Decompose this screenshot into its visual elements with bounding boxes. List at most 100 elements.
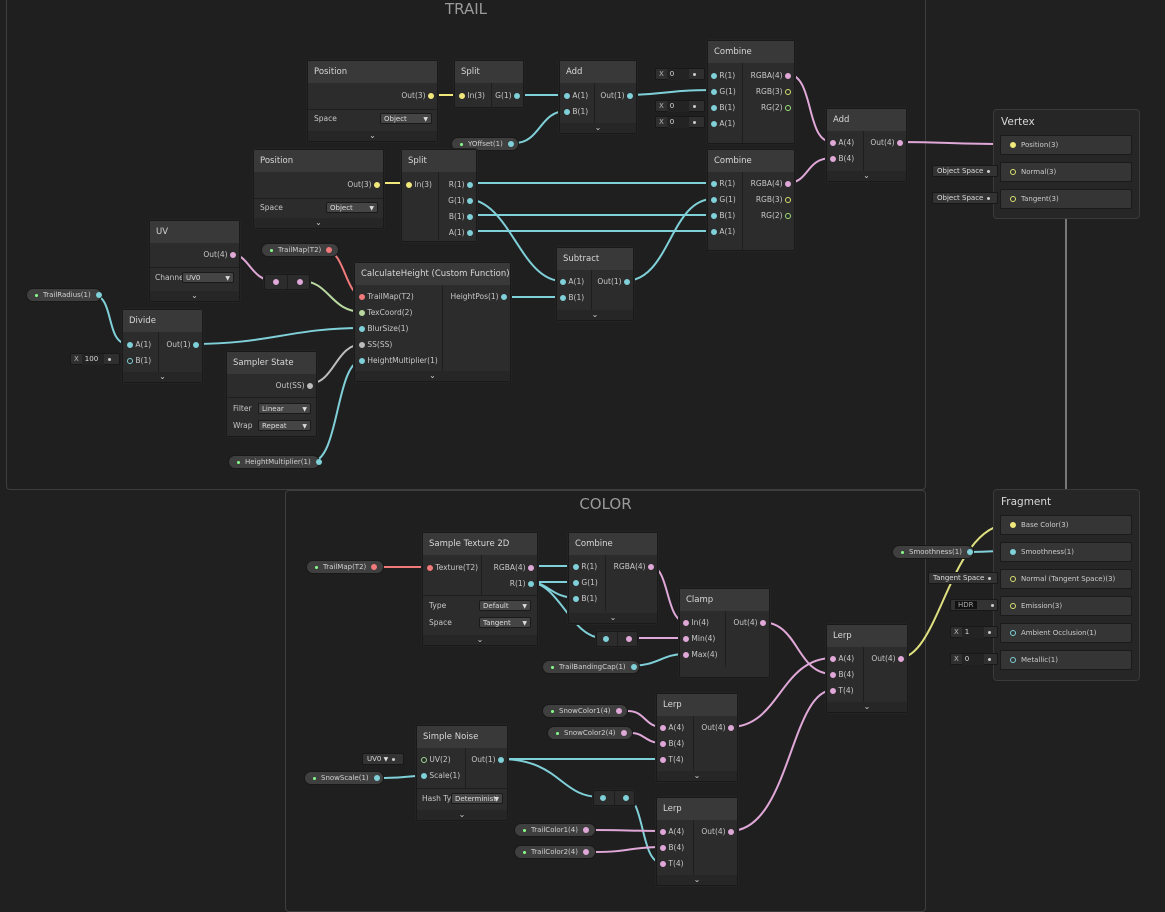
property-trailmap-2[interactable]: TrailMap(T2) [306,560,384,574]
combine-1-out-rg[interactable]: RG(2) [761,101,791,115]
vertex-slot-tangent[interactable]: Tangent(3) [1000,189,1132,209]
lerp-3-out[interactable]: Out(4) [701,825,734,839]
calc-in-ss[interactable]: SS(SS) [359,338,392,352]
node-add-1[interactable]: Add A(1) B(1) Out(1) ⌄ [559,60,637,134]
combine-3-out-rgba[interactable]: RGBA(4) [614,560,654,574]
property-yoffset[interactable]: YOffset(1) [451,137,519,151]
collapse-chevron-icon[interactable]: ⌄ [254,218,383,228]
property-trailcolor1[interactable]: TrailColor1(4) [514,823,596,837]
combine-1-in-r[interactable]: R(1) [711,69,735,83]
node-uv[interactable]: UV Out(4) Channe UV0▼ ⌄ [149,220,240,302]
combine-2-in-r[interactable]: R(1) [711,177,735,191]
lerp-1-out[interactable]: Out(4) [871,652,904,666]
vertex-slot-position[interactable]: Position(3) [1000,135,1132,155]
node-position-2[interactable]: Position Out(3) Space Object▼ ⌄ [253,149,384,229]
combine-3-in-r[interactable]: R(1) [573,560,597,574]
master-fragment[interactable]: Fragment Base Color(3) Smoothness(1) Nor… [993,489,1140,681]
subtract-in-b[interactable]: B(1) [560,291,584,305]
subtract-out[interactable]: Out(1) [597,275,630,289]
add-2-in-b[interactable]: B(4) [830,152,854,166]
property-snowscale[interactable]: SnowScale(1) [304,771,384,785]
node-calculate-height[interactable]: CalculateHeight (Custom Function) TrailM… [354,262,511,382]
fragment-emission-hdr-field[interactable]: HDR [950,599,998,611]
collapse-chevron-icon[interactable]: ⌄ [423,635,537,645]
position-2-space-dropdown[interactable]: Object▼ [326,202,378,213]
node-divide[interactable]: Divide A(1) B(1) Out(1) ⌄ [122,309,203,383]
add-1-in-a[interactable]: A(1) [564,89,588,103]
sampler-wrap-dropdown[interactable]: Repeat▼ [258,420,311,431]
split-2-out-g[interactable]: G(1) [448,194,473,208]
property-heightmultiplier[interactable]: HeightMultiplier(1) [228,455,322,469]
noise-in-uv[interactable]: UV(2) [421,753,451,767]
calc-in-heightmult[interactable]: HeightMultiplier(1) [359,354,438,368]
collapse-chevron-icon[interactable]: ⌄ [560,123,636,133]
divide-in-a[interactable]: A(1) [127,338,151,352]
collapse-chevron-icon[interactable]: ⌄ [657,771,737,781]
node-combine-1[interactable]: Combine R(1) G(1) B(1) A(1) RGBA(4) RGB(… [707,40,795,144]
combine-2-out-rg[interactable]: RG(2) [761,209,791,223]
fragment-slot-base-color[interactable]: Base Color(3) [1000,515,1132,535]
combine-3-in-b[interactable]: B(1) [573,592,597,606]
fragment-slot-emission[interactable]: Emission(3) [1000,596,1132,616]
calc-out-heightpos[interactable]: HeightPos(1) [450,290,507,304]
add-2-out[interactable]: Out(4) [870,136,903,150]
split-2-out-r[interactable]: R(1) [449,178,473,192]
sampletex-in-texture[interactable]: Texture(T2) [427,561,478,575]
vertex-tangent-space-tag[interactable]: Object Space [932,192,998,204]
node-sample-texture-2d[interactable]: Sample Texture 2D Texture(T2) RGBA(4) R(… [422,532,538,646]
combine-1-in-b[interactable]: B(1) [711,101,735,115]
node-clamp[interactable]: Clamp In(4) Min(4) Max(4) Out(4) [679,588,770,678]
noise-in-scale[interactable]: Scale(1) [421,769,460,783]
collapse-chevron-icon[interactable]: ⌄ [827,171,906,181]
combine-1-out-rgb[interactable]: RGB(3) [756,85,791,99]
node-one-minus-collapsed-2[interactable] [593,790,635,806]
calc-in-texcoord[interactable]: TexCoord(2) [359,306,412,320]
collapse-chevron-icon[interactable]: ⌄ [417,810,507,820]
add-1-in-b[interactable]: B(1) [564,105,588,119]
collapse-chevron-icon[interactable]: ⌄ [557,310,633,320]
divide-out[interactable]: Out(1) [166,338,199,352]
property-snowcolor1[interactable]: SnowColor1(4) [542,704,628,718]
lerp-3-in-a[interactable]: A(4) [660,825,684,839]
collapse-chevron-icon[interactable]: ⌄ [308,131,437,141]
noise-out[interactable]: Out(1) [471,753,504,767]
node-subtract[interactable]: Subtract A(1) B(1) Out(1) ⌄ [556,247,634,321]
property-trailcolor2[interactable]: TrailColor2(4) [514,845,596,859]
combine-1-out-rgba[interactable]: RGBA(4) [751,69,791,83]
node-simple-noise[interactable]: Simple Noise UV(2) Scale(1) Out(1) Hash … [416,725,508,821]
split-2-in[interactable]: In(3) [406,178,432,192]
sampler-filter-dropdown[interactable]: Linear▼ [258,403,311,414]
calc-in-blursize[interactable]: BlurSize(1) [359,322,408,336]
node-split-1[interactable]: Split In(3) G(1) [454,60,524,108]
master-vertex[interactable]: Vertex Position(3) Normal(3) Tangent(3) [993,109,1140,219]
add-2-in-a[interactable]: A(4) [830,136,854,150]
calc-in-trailmap[interactable]: TrailMap(T2) [359,290,414,304]
position-1-space-dropdown[interactable]: Object▼ [380,113,432,124]
position-2-out[interactable]: Out(3) [347,178,380,192]
clamp-in-min[interactable]: Min(4) [683,632,715,646]
node-sampler-state[interactable]: Sampler State Out(SS) Filter Linear▼ Wra… [226,351,317,437]
node-add-2[interactable]: Add A(4) B(4) Out(4) ⌄ [826,108,907,182]
sampletex-space-dropdown[interactable]: Tangent▼ [479,617,531,628]
sampler-out[interactable]: Out(SS) [276,379,313,393]
combine-2-out-rgba[interactable]: RGBA(4) [751,177,791,191]
property-smoothness[interactable]: Smoothness(1) [892,545,974,559]
combine-2-in-g[interactable]: G(1) [711,193,736,207]
node-position-1[interactable]: Position Out(3) Space Object▼ ⌄ [307,60,438,142]
sampletex-out-r[interactable]: R(1) [510,577,534,591]
split-2-out-b[interactable]: B(1) [449,210,473,224]
node-combine-2[interactable]: Combine R(1) G(1) B(1) A(1) RGBA(4) RGB(… [707,149,795,251]
combine-2-in-a[interactable]: A(1) [711,225,735,239]
lerp-2-out[interactable]: Out(4) [701,721,734,735]
combine-1-in-a[interactable]: A(1) [711,117,735,131]
combine-1-in-g[interactable]: G(1) [711,85,736,99]
lerp-3-in-b[interactable]: B(4) [660,841,684,855]
property-trailmap-1[interactable]: TrailMap(T2) [261,243,339,257]
uv-out[interactable]: Out(4) [203,248,236,262]
combine-2-in-b[interactable]: B(1) [711,209,735,223]
sampletex-out-rgba[interactable]: RGBA(4) [494,561,534,575]
lerp-2-in-b[interactable]: B(4) [660,737,684,751]
clamp-in[interactable]: In(4) [683,616,709,630]
